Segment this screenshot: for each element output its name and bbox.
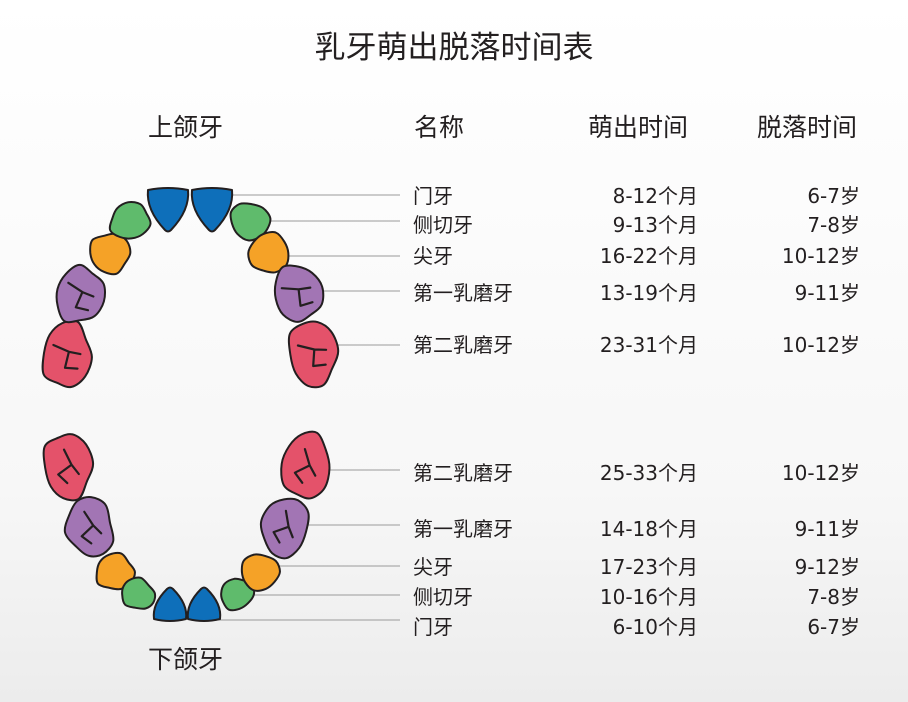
upper-row-1-shed: 6-7岁 <box>807 184 860 208</box>
upper-row-5-erupt: 23-31个月 <box>599 333 698 357</box>
upper-row-1-erupt: 8-12个月 <box>612 184 698 208</box>
lower-row-4-shed: 7-8岁 <box>807 585 860 609</box>
lower-first-molar-tooth-2-groove <box>80 510 103 545</box>
lower-lateral-incisor-tooth-7 <box>220 577 256 612</box>
upper-row-3-erupt: 16-22个月 <box>599 244 698 268</box>
upper-row-4-name: 第一乳磨牙 <box>413 281 513 305</box>
lower-row-1-erupt: 25-33个月 <box>599 461 698 485</box>
lower-row-1-name: 第二乳磨牙 <box>413 461 513 485</box>
lower-row-1-shed: 10-12岁 <box>781 461 860 485</box>
upper-row-4-erupt: 13-19个月 <box>599 281 698 305</box>
lower-row-4-name: 侧切牙 <box>413 585 473 609</box>
upper-jaw-label: 上颌牙 <box>148 113 224 142</box>
lower-jaw-label: 下颌牙 <box>148 645 224 674</box>
lower-incisor-tooth-6 <box>186 586 222 622</box>
lower-row-5-erupt: 6-10个月 <box>612 615 698 639</box>
upper-row-5-shed: 10-12岁 <box>781 333 860 357</box>
shedding-column-header: 脱落时间 <box>757 113 858 142</box>
lower-row-2-erupt: 14-18个月 <box>599 517 698 541</box>
name-column-header: 名称 <box>414 113 465 142</box>
upper-row-2-shed: 7-8岁 <box>807 213 860 237</box>
lower-second-molar-tooth-1-groove <box>57 448 80 485</box>
lower-first-molar-tooth-9-groove <box>272 509 294 544</box>
teeth <box>41 187 340 622</box>
lower-row-5-name: 门牙 <box>413 615 453 639</box>
page-title: 乳牙萌出脱落时间表 <box>314 30 594 66</box>
eruption-column-header: 萌出时间 <box>588 113 689 142</box>
upper-first-molar-tooth-2-groove <box>67 281 95 312</box>
upper-row-3-shed: 10-12岁 <box>781 244 860 268</box>
lower-row-3-name: 尖牙 <box>413 555 453 579</box>
lower-lateral-incisor-tooth-4 <box>121 576 157 610</box>
upper-incisor-tooth-5 <box>146 187 190 233</box>
upper-canine-tooth-3 <box>89 232 132 276</box>
lower-canine-tooth-8 <box>240 553 281 592</box>
lower-first-molar-tooth-2 <box>63 495 115 558</box>
upper-incisor-tooth-6 <box>190 187 234 233</box>
lower-incisor-tooth-5 <box>152 586 188 622</box>
upper-row-4-shed: 9-11岁 <box>794 281 860 305</box>
upper-first-molar-tooth-9-groove <box>280 286 314 307</box>
upper-second-molar-tooth-1-groove <box>52 343 82 370</box>
upper-second-molar-tooth-10-groove <box>296 344 328 368</box>
upper-row-2-name: 侧切牙 <box>413 213 473 237</box>
lower-row-4-erupt: 10-16个月 <box>599 585 698 609</box>
lower-row-3-shed: 9-12岁 <box>794 555 860 579</box>
upper-lateral-incisor-tooth-7 <box>229 202 272 242</box>
lower-row-5-shed: 6-7岁 <box>807 615 860 639</box>
lower-row-2-shed: 9-11岁 <box>794 517 860 541</box>
upper-row-2-erupt: 9-13个月 <box>612 213 698 237</box>
leader-lines <box>210 194 400 621</box>
lower-second-molar-tooth-10 <box>280 430 331 500</box>
lower-second-molar-tooth-10-groove <box>293 448 317 484</box>
upper-row-3-name: 尖牙 <box>413 244 453 268</box>
upper-second-molar-tooth-1 <box>41 319 93 389</box>
lower-row-2-name: 第一乳磨牙 <box>413 517 513 541</box>
upper-lateral-incisor-tooth-4 <box>108 200 152 240</box>
upper-row-5-name: 第二乳磨牙 <box>413 333 513 357</box>
upper-row-1-name: 门牙 <box>413 184 453 208</box>
lower-row-3-erupt: 17-23个月 <box>599 555 698 579</box>
